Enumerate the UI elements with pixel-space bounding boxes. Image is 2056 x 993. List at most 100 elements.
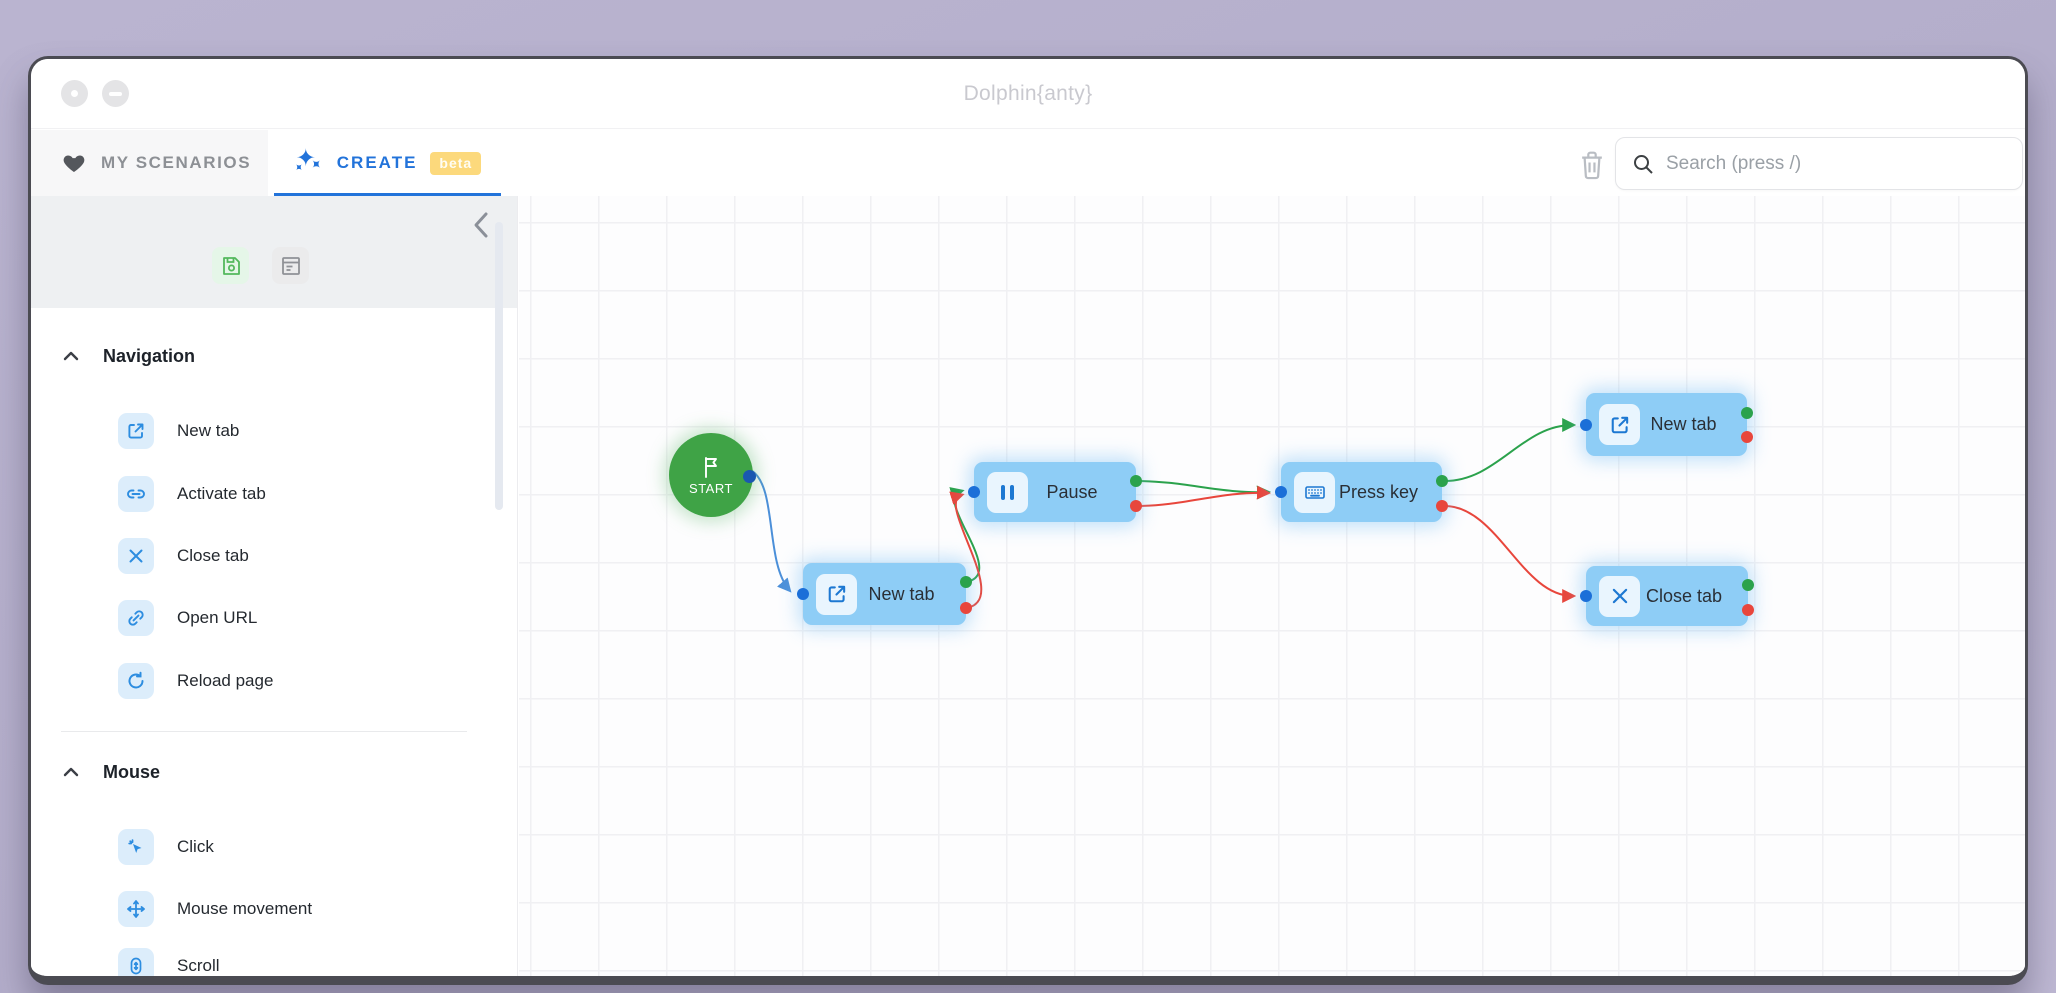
pause-icon (987, 471, 1028, 513)
search-box (1615, 137, 2023, 190)
node-label: New tab (1650, 414, 1717, 434)
new-tab-icon (816, 573, 857, 615)
close-tab-icon (1599, 575, 1640, 617)
success-port[interactable] (1741, 407, 1753, 419)
node-pause[interactable]: Pause (968, 462, 1142, 522)
app-title: Dolphin{anty} (963, 82, 1093, 105)
node-label: START (689, 480, 733, 496)
sidebar-item-click[interactable]: Click (31, 824, 517, 870)
error-port[interactable] (1741, 431, 1753, 443)
tab-create[interactable]: ✦✦✦ CREATE beta (274, 130, 501, 197)
node-label: New tab (868, 583, 935, 604)
sidebar-item-label: Scroll (177, 956, 220, 975)
sidebar-item-close-tab[interactable]: Close tab (31, 533, 517, 579)
open-url-icon (118, 600, 154, 636)
save-scenario-button[interactable] (212, 247, 249, 284)
error-port[interactable] (960, 602, 972, 614)
sidebar-item-mouse-movement[interactable]: Mouse movement (31, 886, 517, 932)
new-tab-icon (118, 413, 154, 449)
success-port[interactable] (1742, 579, 1754, 591)
heart-icon (63, 155, 85, 172)
node-start[interactable]: START (669, 433, 756, 517)
chevron-left-icon (474, 212, 488, 238)
tab-my-scenarios-label: MY SCENARIOS (101, 153, 252, 172)
node-press-key[interactable]: Press key (1275, 462, 1448, 522)
window-close-button[interactable] (61, 80, 88, 107)
success-port[interactable] (960, 576, 972, 588)
node-new-tab-2[interactable]: New tab (1580, 393, 1753, 456)
flow-canvas[interactable]: START New tab Pause (519, 196, 2025, 976)
flow-edges (751, 418, 1577, 609)
sidebar: Navigation New tab Activate tab (31, 196, 518, 976)
sidebar-item-label: Activate tab (177, 484, 266, 503)
input-port[interactable] (1580, 418, 1592, 431)
trash-icon (1582, 151, 1602, 180)
active-tab-underline (274, 193, 501, 197)
edge-newtab1-pause-error (949, 491, 983, 609)
node-label: Close tab (1645, 585, 1723, 606)
sidebar-item-label: Mouse movement (177, 899, 313, 918)
output-port[interactable] (743, 470, 756, 483)
sparkles-icon: ✦✦✦ (290, 145, 326, 176)
section-mouse[interactable]: Mouse (31, 754, 517, 790)
sidebar-item-label: New tab (177, 421, 240, 440)
search-icon (1634, 154, 1653, 174)
sidebar-toolbar (31, 196, 517, 308)
success-port[interactable] (1436, 475, 1448, 487)
scroll-icon (118, 948, 154, 976)
reload-icon (118, 663, 154, 699)
flag-icon (705, 456, 717, 478)
edge-presskey-closetab-error (1444, 505, 1577, 603)
tab-my-scenarios[interactable]: MY SCENARIOS (31, 130, 268, 196)
edge-start-newtab1 (751, 470, 792, 593)
collapse-sidebar-button[interactable] (467, 208, 495, 242)
new-tab-icon (1599, 404, 1640, 445)
keyboard-icon (1294, 471, 1335, 513)
search-input[interactable] (1666, 152, 2006, 175)
sidebar-item-label: Click (177, 837, 214, 856)
input-port[interactable] (1275, 486, 1287, 498)
section-divider (61, 731, 467, 732)
success-port[interactable] (1130, 475, 1142, 487)
error-port[interactable] (1742, 604, 1754, 616)
sidebar-item-scroll[interactable]: Scroll (31, 943, 517, 976)
tab-create-label: CREATE (336, 153, 418, 172)
sidebar-item-label: Reload page (177, 671, 274, 690)
close-tab-icon (118, 538, 154, 574)
error-port[interactable] (1436, 500, 1448, 512)
window-minimize-button[interactable] (102, 80, 129, 107)
section-navigation[interactable]: Navigation (31, 338, 517, 374)
app-window: Dolphin{anty} MY SCENARIOS ✦✦✦ CREATE be… (28, 56, 2028, 985)
section-title: Mouse (103, 761, 161, 782)
beta-badge: beta (430, 151, 482, 175)
input-port[interactable] (1580, 590, 1592, 602)
sidebar-item-open-url[interactable]: Open URL (31, 595, 517, 641)
mouse-move-icon (118, 891, 154, 927)
activate-tab-icon (118, 476, 154, 512)
node-label: Press key (1338, 481, 1419, 502)
header-bar: MY SCENARIOS ✦✦✦ CREATE beta (31, 130, 2025, 197)
sidebar-item-reload-page[interactable]: Reload page (31, 658, 517, 704)
node-new-tab-1[interactable]: New tab (797, 563, 972, 625)
section-title: Navigation (103, 345, 196, 366)
edge-pause-presskey-error (1136, 485, 1271, 507)
node-close-tab[interactable]: Close tab (1580, 566, 1754, 626)
node-label: Pause (1046, 481, 1098, 502)
chevron-up-icon (63, 351, 79, 361)
edge-presskey-newtab2-success (1444, 418, 1577, 482)
trash-button[interactable] (1577, 149, 1607, 181)
input-port[interactable] (968, 486, 980, 498)
sidebar-item-label: Open URL (177, 608, 258, 627)
edge-pause-presskey-success (1136, 480, 1271, 500)
form-icon (281, 256, 300, 275)
sidebar-scrollbar[interactable] (495, 222, 503, 510)
sidebar-item-label: Close tab (177, 546, 249, 565)
chevron-up-icon (63, 767, 79, 777)
error-port[interactable] (1130, 500, 1142, 512)
input-port[interactable] (797, 588, 809, 600)
scenario-settings-button[interactable] (272, 247, 309, 284)
sidebar-item-new-tab[interactable]: New tab (31, 408, 517, 454)
titlebar: Dolphin{anty} (31, 59, 2025, 129)
save-icon (222, 256, 240, 275)
sidebar-item-activate-tab[interactable]: Activate tab (31, 471, 517, 517)
